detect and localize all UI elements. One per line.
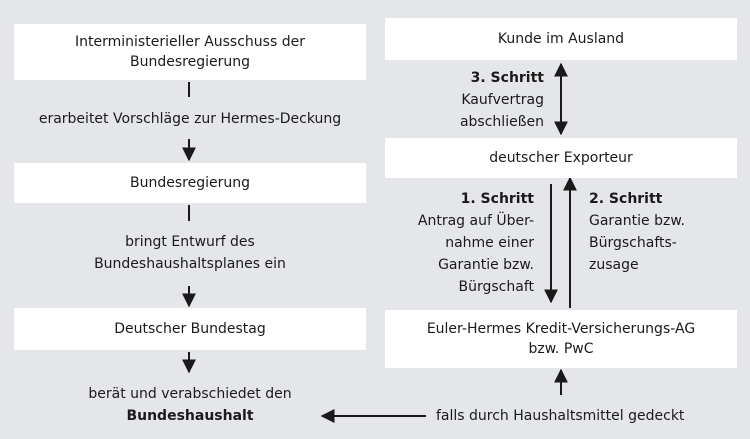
box-euler-line-1: Euler-Hermes Kredit-Versicherungs-AG [426, 321, 696, 337]
box-euler-line-2: bzw. PwC [528, 341, 594, 357]
text-bringt-entwurf-2: Bundeshaushaltsplanes ein [94, 256, 286, 272]
box-exporteur-label: deutscher Exporteur [489, 150, 633, 166]
text-schritt-2-line-3: zusage [589, 257, 639, 273]
text-schritt-1-line-2: nahme einer [445, 235, 534, 251]
text-schritt-3-line-2: abschließen [459, 114, 544, 130]
box-bundesregierung-label: Bundesregierung [130, 175, 250, 191]
text-erarbeitet-vorschlaege: erarbeitet Vorschläge zur Hermes-Deckung [38, 111, 342, 127]
text-schritt-1-line-3: Garantie bzw. [438, 257, 534, 273]
box-ausschuss-line-2: Bundesregierung [130, 54, 250, 70]
text-schritt-3-line-1: Kaufvertrag [461, 92, 544, 108]
text-schritt-1-line-1: Antrag auf Über- [417, 213, 534, 229]
text-schritt-1-title: 1. Schritt [460, 191, 534, 207]
text-schritt-1-line-4: Bürgschaft [458, 279, 535, 295]
text-schritt-2-title: 2. Schritt [589, 191, 663, 207]
box-interministerieller-ausschuss: Interministerieller Ausschuss der Bundes… [14, 24, 366, 80]
box-kunde-label: Kunde im Ausland [497, 31, 625, 47]
text-bringt-entwurf-1: bringt Entwurf des [125, 234, 255, 250]
box-ausschuss-line-1: Interministerieller Ausschuss der [75, 34, 305, 50]
box-euler-hermes: Euler-Hermes Kredit-Versicherungs-AG bzw… [385, 310, 737, 368]
text-falls-gedeckt: falls durch Haushaltsmittel gedeckt [436, 408, 685, 424]
text-schritt-2-line-1: Garantie bzw. [589, 213, 685, 229]
box-bundesregierung: Bundesregierung [14, 163, 366, 203]
box-deutscher-bundestag: Deutscher Bundestag [14, 308, 366, 350]
box-kunde-im-ausland: Kunde im Ausland [385, 18, 737, 60]
text-bundeshaushalt: Bundeshaushalt [126, 408, 254, 424]
text-schritt-2-line-2: Bürgschafts- [589, 235, 677, 251]
box-bundestag-label: Deutscher Bundestag [114, 321, 266, 337]
box-deutscher-exporteur: deutscher Exporteur [385, 138, 737, 178]
text-schritt-3-title: 3. Schritt [470, 70, 544, 86]
text-beraet-verabschiedet: berät und verabschiedet den [88, 386, 292, 402]
